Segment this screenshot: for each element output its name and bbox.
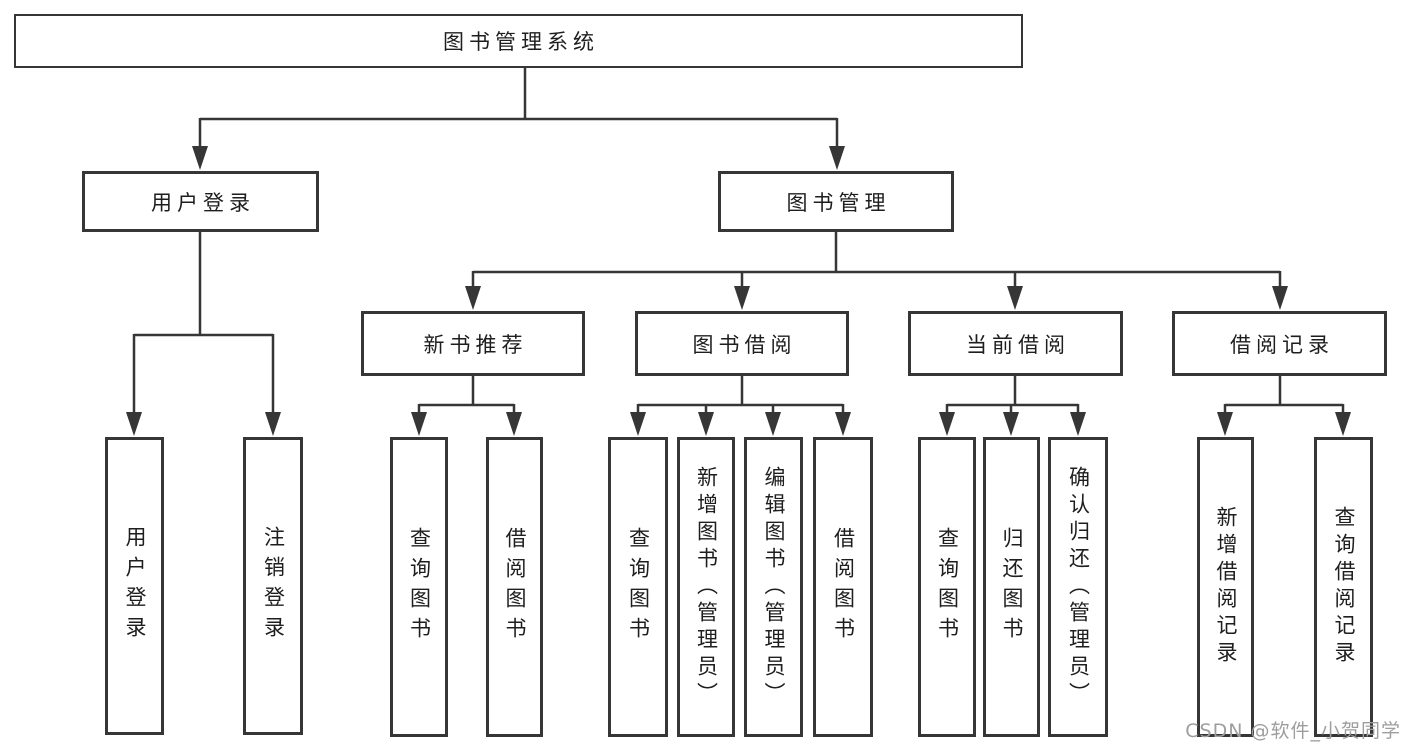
leaf-user-login-label: 用户登录	[123, 526, 147, 646]
node-book-borrowing-label: 图书借阅	[692, 332, 797, 357]
leaf-logout: 注销登录	[243, 437, 303, 735]
leaf-add-borrow-record: 新增借阅记录	[1197, 437, 1254, 737]
leaf-borrow-books-recommend: 借阅图书	[486, 437, 543, 737]
node-book-management-label: 图书管理	[786, 190, 891, 215]
arrow-icon	[465, 286, 481, 310]
leaf-edit-book-admin: 编辑图书（管理员）	[744, 437, 803, 737]
node-root-label: 图书管理系统	[443, 30, 599, 54]
connector-current-borrow-fork	[945, 375, 1080, 416]
node-current-borrowing: 当前借阅	[908, 311, 1123, 376]
connector-user-login-fork	[132, 231, 275, 416]
leaf-edit-book-admin-label: 编辑图书（管理员）	[762, 465, 786, 709]
node-user-login-label: 用户登录	[151, 190, 255, 215]
connector-book-borrow-fork	[636, 375, 845, 416]
node-borrowing-records-label: 借阅记录	[1230, 332, 1334, 357]
arrow-icon	[265, 412, 281, 436]
arrow-icon	[411, 412, 427, 436]
leaf-query-books-current: 查询图书	[918, 437, 976, 737]
node-borrowing-records: 借阅记录	[1172, 311, 1387, 376]
arrow-icon	[192, 146, 208, 170]
arrow-icon	[829, 146, 845, 170]
leaf-confirm-return-admin: 确认归还（管理员）	[1048, 437, 1108, 737]
leaf-return-books-label: 归还图书	[1000, 527, 1024, 647]
arrow-icon	[765, 412, 781, 436]
leaf-query-borrow-record-label: 查询借阅记录	[1332, 506, 1356, 668]
leaf-query-books-recommend-label: 查询图书	[407, 527, 432, 647]
arrow-icon	[1070, 412, 1086, 436]
leaf-return-books: 归还图书	[983, 437, 1040, 737]
arrow-icon	[506, 412, 522, 436]
leaf-confirm-return-admin-label: 确认归还（管理员）	[1066, 465, 1091, 709]
leaf-query-books-recommend: 查询图书	[390, 437, 448, 737]
leaf-borrow-books-borrowing: 借阅图书	[813, 437, 873, 737]
node-book-management: 图书管理	[718, 171, 954, 232]
node-user-login: 用户登录	[82, 171, 319, 232]
leaf-query-books-borrowing: 查询图书	[608, 437, 668, 737]
node-root: 图书管理系统	[14, 14, 1023, 68]
connector-new-book-fork	[417, 375, 516, 416]
csdn-watermark: CSDN @软件_小贺同学	[1185, 720, 1401, 742]
leaf-borrow-books-recommend-label: 借阅图书	[503, 527, 527, 647]
node-new-book-recommend: 新书推荐	[361, 311, 585, 376]
arrow-icon	[1003, 412, 1019, 436]
node-current-borrowing-label: 当前借阅	[966, 332, 1070, 357]
arrowheads	[126, 146, 1351, 436]
node-book-borrowing: 图书借阅	[635, 311, 849, 376]
leaf-query-borrow-record: 查询借阅记录	[1314, 437, 1373, 737]
arrow-icon	[939, 412, 955, 436]
leaf-logout-label: 注销登录	[261, 526, 286, 646]
arrow-icon	[1007, 286, 1023, 310]
arrow-icon	[126, 412, 142, 436]
arrow-icon	[734, 286, 750, 310]
leaf-query-books-borrowing-label: 查询图书	[626, 527, 651, 647]
connector-borrow-record-fork	[1223, 375, 1345, 416]
leaf-add-book-admin: 新增图书（管理员）	[677, 437, 735, 737]
arrow-icon	[630, 412, 646, 436]
connector-book-mgmt-fork	[471, 231, 1282, 290]
leaf-add-borrow-record-label: 新增借阅记录	[1214, 506, 1238, 668]
arrow-icon	[1335, 412, 1351, 436]
arrow-icon	[1217, 412, 1233, 436]
node-new-book-recommend-label: 新书推荐	[423, 332, 528, 357]
leaf-add-book-admin-label: 新增图书（管理员）	[694, 465, 719, 709]
leaf-user-login: 用户登录	[105, 437, 164, 735]
leaf-query-books-current-label: 查询图书	[935, 527, 960, 647]
arrow-icon	[1272, 286, 1288, 310]
arrow-icon	[698, 412, 714, 436]
leaf-borrow-books-borrowing-label: 借阅图书	[831, 527, 856, 647]
arrow-icon	[835, 412, 851, 436]
connector-root-to-level2	[198, 68, 839, 150]
